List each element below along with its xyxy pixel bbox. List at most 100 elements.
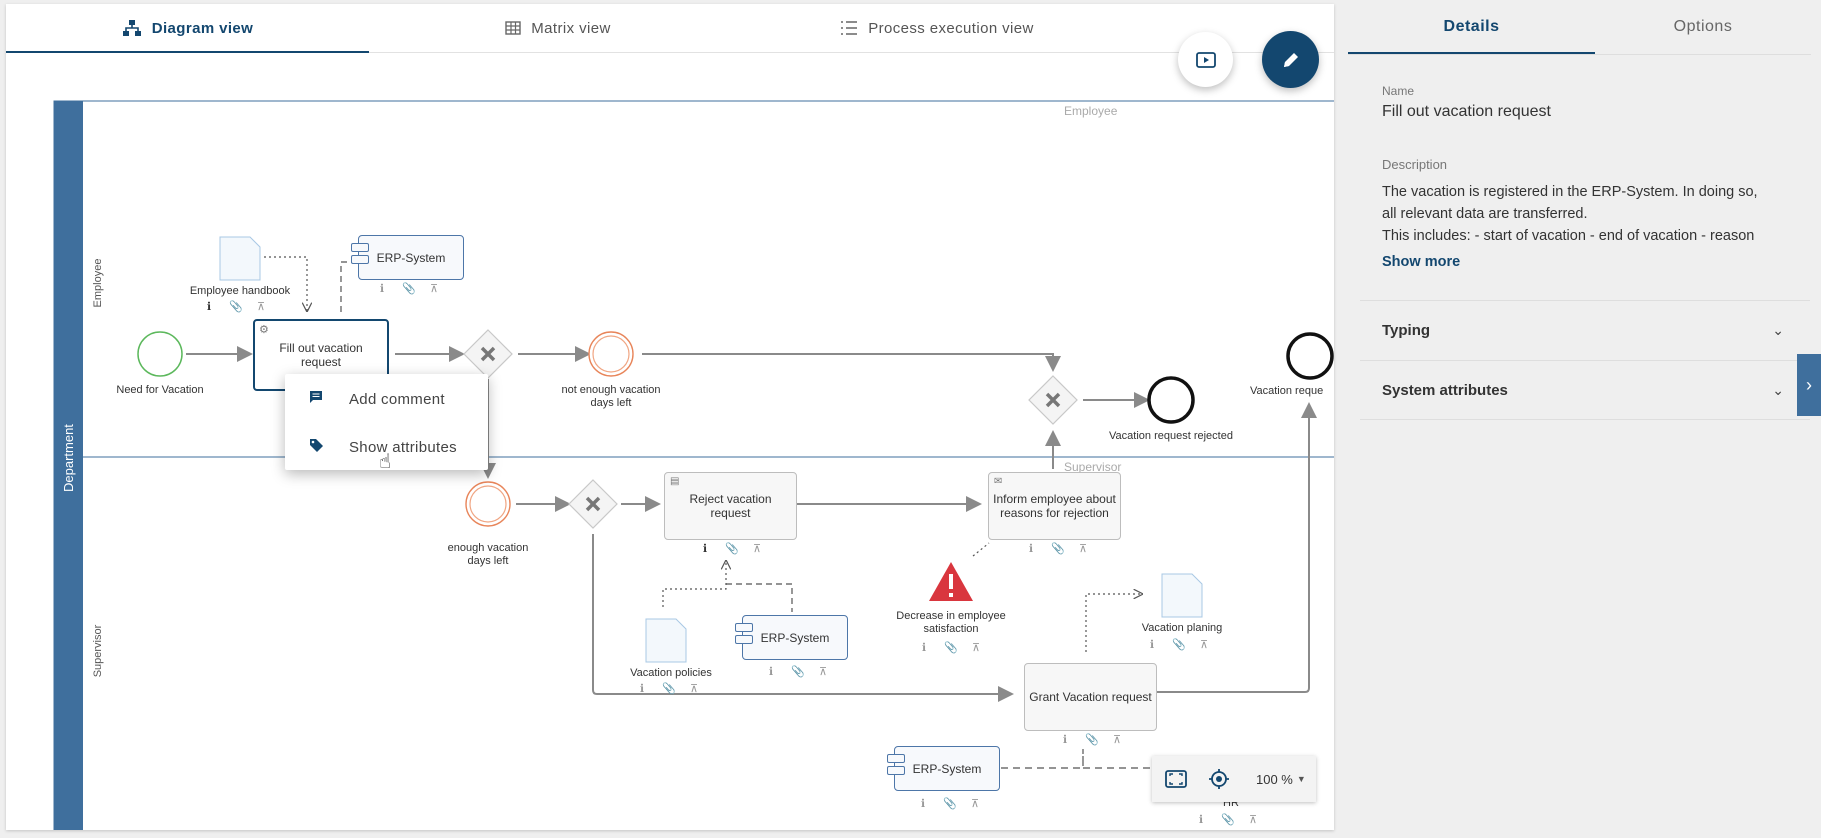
task-grant-label: Grant Vacation request [1029,690,1152,704]
tab-process-execution-view[interactable]: Process execution view [747,4,1127,52]
section-system-attributes[interactable]: System attributes ⌄ [1360,360,1810,420]
description-line: all relevant data are transferred. [1382,206,1588,222]
fit-screen-icon [1165,770,1187,788]
event-not-enough[interactable] [588,331,634,377]
menu-item-show-attributes[interactable]: Show attributes [285,424,488,470]
attachment-icon[interactable]: 📎 [1051,543,1065,555]
hierarchy-icon[interactable]: ⊼ [256,301,266,313]
task-reject-label: Reject vacation request [689,492,772,520]
task-inform-employee[interactable]: ✉ Inform employee about reasons for reje… [988,472,1121,540]
erp-mid-attr-icons: ℹ 📎 ⊼ [765,665,829,678]
section-typing[interactable]: Typing ⌄ [1360,300,1810,360]
task-reject-vacation-request[interactable]: ▤ Reject vacation request [664,472,797,540]
document-handbook[interactable] [219,236,261,281]
info-icon[interactable]: ℹ [1198,814,1204,826]
description-text: The vacation is registered in the ERP-Sy… [1382,181,1812,247]
inform-attr-icons: ℹ 📎 ⊼ [1025,542,1089,555]
chevron-down-icon: ⌄ [1772,381,1784,398]
list-icon [841,21,858,35]
info-icon[interactable]: ℹ [206,301,212,313]
lane-employee-label: Employee [92,258,104,308]
end-rejected-label: Vacation request rejected [1109,430,1233,442]
play-presentation-button[interactable] [1178,32,1233,87]
hierarchy-icon[interactable]: ⊼ [971,642,981,654]
lane-supervisor-top-label: Supervisor [1064,460,1122,474]
risk-label: Decrease in employee satisfaction [896,610,1006,635]
fit-to-screen-button[interactable] [1165,770,1189,788]
start-event[interactable] [137,331,183,377]
diagram-card: Diagram view Matrix view Process executi… [6,4,1334,830]
attachment-icon[interactable]: 📎 [662,683,676,695]
attachment-icon[interactable]: 📎 [943,798,957,810]
system-erp-mid-label: ERP-System [760,630,830,645]
menu-item-add-comment-label: Add comment [349,390,445,408]
gateway-xor-3[interactable] [1028,375,1078,425]
hr-attr-icons: ℹ 📎 ⊼ [1195,813,1259,826]
info-icon[interactable]: ℹ [702,543,708,555]
info-icon[interactable]: ℹ [1149,639,1155,651]
document-planing[interactable] [1161,573,1203,618]
attachment-icon[interactable]: 📎 [725,543,739,555]
hierarchy-icon[interactable]: ⊼ [752,543,762,555]
tab-diagram-view[interactable]: Diagram view [6,4,369,53]
document-policies[interactable] [645,618,687,663]
chevron-right-icon: › [1806,374,1812,395]
gateway-xor-1[interactable] [463,329,513,379]
attachment-icon[interactable]: 📎 [944,642,958,654]
zoom-level[interactable]: 100 % [1256,771,1293,787]
tab-matrix-view[interactable]: Matrix view [369,4,747,52]
diagram-canvas [53,100,1334,830]
system-erp-top-label: ERP-System [376,250,446,265]
attachment-icon[interactable]: 📎 [1172,639,1186,651]
info-icon[interactable]: ℹ [1028,543,1034,555]
show-more-link[interactable]: Show more [1382,254,1461,270]
info-icon[interactable]: ℹ [921,642,927,654]
attachment-icon[interactable]: 📎 [791,666,805,678]
info-icon[interactable]: ℹ [639,683,645,695]
panel-tab-divider [1348,54,1811,55]
script-icon: ▤ [670,476,680,487]
attachment-icon[interactable]: 📎 [1221,814,1235,826]
edit-button[interactable] [1262,31,1319,88]
system-component-icon [887,754,905,763]
hierarchy-icon[interactable]: ⊼ [689,683,699,695]
hierarchy-icon[interactable]: ⊼ [1248,814,1258,826]
document-policies-label: Vacation policies [630,667,712,679]
hierarchy-icon[interactable]: ⊼ [970,798,980,810]
end-event-rejected[interactable] [1147,376,1195,424]
hierarchy-icon[interactable]: ⊼ [818,666,828,678]
system-erp-top[interactable]: ERP-System [351,235,464,280]
tab-details-indicator [1348,52,1595,55]
gateway-xor-2[interactable] [568,479,618,529]
hierarchy-icon[interactable]: ⊼ [1112,734,1122,746]
panel-collapse-handle[interactable]: › [1797,354,1821,416]
mail-icon: ✉ [994,476,1003,487]
info-icon[interactable]: ℹ [1062,734,1068,746]
tab-options[interactable]: Options [1595,0,1811,54]
system-erp-mid[interactable]: ERP-System [735,615,848,660]
info-icon[interactable]: ℹ [768,666,774,678]
attachment-icon[interactable]: 📎 [402,283,416,295]
info-icon[interactable]: ℹ [920,798,926,810]
reject-attr-icons: ℹ 📎 ⊼ [699,542,763,555]
grid-icon [505,21,521,35]
chevron-down-icon[interactable]: ▼ [1296,774,1306,784]
info-icon[interactable]: ℹ [379,283,385,295]
task-grant-vacation-request[interactable]: Grant Vacation request [1024,663,1157,731]
menu-item-add-comment[interactable]: Add comment [285,376,488,422]
event-enough[interactable] [465,481,511,527]
gear-icon: ⚙ [259,324,269,336]
system-component-icon [351,255,369,264]
tab-process-execution-view-label: Process execution view [868,19,1034,37]
system-erp-bottom[interactable]: ERP-System [887,746,1000,791]
hierarchy-icon[interactable]: ⊼ [1078,543,1088,555]
tab-details[interactable]: Details [1348,0,1595,54]
hierarchy-icon[interactable]: ⊼ [429,283,439,295]
risk-warning-icon[interactable] [929,562,973,601]
hierarchy-icon[interactable]: ⊼ [1199,639,1209,651]
sequence-flows [186,346,1317,702]
attachment-icon[interactable]: 📎 [1085,734,1099,746]
attachment-icon[interactable]: 📎 [229,301,243,313]
end-event-approved[interactable] [1286,332,1334,380]
center-button[interactable] [1208,768,1232,790]
